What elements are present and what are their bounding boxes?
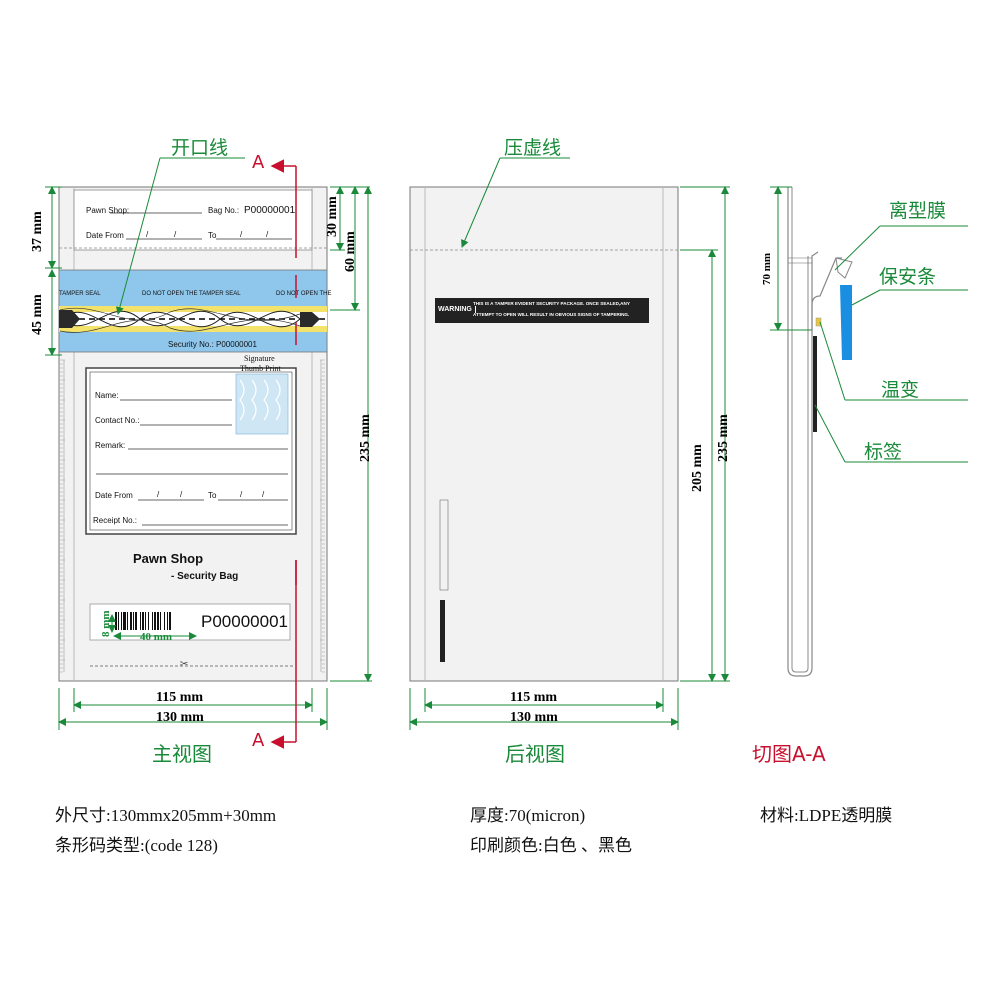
- tamper-seal-text: DO NOT OPEN THE TAMPER SEAL: [142, 291, 241, 297]
- barcode-bar: [133, 612, 134, 630]
- barcode-bar: [140, 612, 141, 630]
- security-strip-label: 保安条: [879, 266, 937, 288]
- dim-40mm-barcode: 40 mm: [140, 631, 173, 643]
- signature-label: Signature: [244, 354, 275, 363]
- form-name-label: Name:: [95, 391, 119, 400]
- dim-115mm-front: 115 mm: [156, 690, 204, 705]
- bag-no-value: P00000001: [244, 205, 296, 216]
- form-date-from-label: Date From: [95, 491, 133, 500]
- barcode-value: P00000001: [201, 612, 288, 631]
- spec-outer-size: 外尺寸:130mmx205mm+30mm: [55, 806, 277, 825]
- security-number: Security No.: P00000001: [168, 340, 257, 349]
- front-view-title: 主视图: [152, 742, 212, 766]
- header-date-from-label: Date From: [86, 231, 124, 240]
- header-to-label: To: [208, 231, 217, 240]
- dim-205mm-back: 205 mm: [690, 444, 705, 492]
- dim-235mm-front: 235 mm: [358, 414, 373, 462]
- form-remark-label: Remark:: [95, 441, 126, 450]
- temperature-change-label: 温变: [881, 379, 920, 401]
- barcode-bar: [130, 612, 132, 630]
- barcode-bar: [135, 612, 137, 630]
- spec-print-colors: 印刷颜色:白色 、黑色: [470, 836, 632, 855]
- brand-title: Pawn Shop: [133, 551, 204, 566]
- tamper-seal-right-text: DO NOT OPEN THE: [276, 291, 332, 297]
- spec-barcode-type: 条形码类型:(code 128): [55, 836, 218, 855]
- barcode-bar: [164, 612, 165, 630]
- dim-235mm-back: 235 mm: [716, 414, 731, 462]
- thumb-print-label: Thumb Print: [240, 364, 281, 373]
- dim-70mm-section: 70 mm: [761, 252, 773, 285]
- form-receipt-label: Receipt No.:: [93, 516, 138, 525]
- warning-line-2: ATTEMPT TO OPEN WILL RESULT IN OBVIOUS S…: [473, 312, 630, 317]
- back-bag: [409, 186, 679, 682]
- barcode-bar: [121, 612, 122, 630]
- form-contact-label: Contact No.:: [95, 416, 140, 425]
- barcode-bar: [157, 612, 159, 630]
- brand-subtitle: - Security Bag: [171, 571, 239, 582]
- section-marker-bottom: A: [252, 730, 265, 751]
- dim-60mm: 60 mm: [343, 231, 358, 272]
- pawn-shop-field-label: Pawn Shop:: [86, 206, 130, 215]
- barcode-bar: [123, 612, 126, 630]
- dim-8mm-barcode: 8 mm: [100, 610, 112, 637]
- barcode-bar: [118, 612, 119, 630]
- barcode-bar: [142, 612, 144, 630]
- barcode-bar: [148, 612, 149, 630]
- section-marker-top: A: [252, 152, 265, 173]
- barcode-bar: [152, 612, 153, 630]
- scissors-icon: ✂: [180, 659, 189, 670]
- release-film-label: 离型膜: [889, 200, 947, 222]
- barcode-bar: [145, 612, 146, 630]
- barcode-bar: [127, 612, 128, 630]
- bag-no-label: Bag No.:: [208, 206, 240, 215]
- section-view: [770, 186, 968, 677]
- dim-130mm-front: 130 mm: [156, 710, 204, 725]
- barcode-bar: [115, 612, 117, 630]
- dim-115mm-back: 115 mm: [510, 690, 558, 705]
- tamper-seal-left-text: TAMPER SEAL: [59, 291, 101, 297]
- back-dimension-lines: [409, 157, 730, 730]
- barcode-bar: [160, 612, 161, 630]
- dim-30mm: 30 mm: [325, 196, 340, 237]
- warning-panel: WARNING THIS IS A TAMPER EVIDENT SECURIT…: [435, 298, 649, 323]
- spec-material: 材料:LDPE透明膜: [760, 806, 893, 825]
- warning-line-1: THIS IS A TAMPER EVIDENT SECURITY PACKAG…: [473, 301, 630, 306]
- section-cut-markers: [270, 159, 297, 749]
- spec-thickness: 厚度:70(micron): [470, 806, 586, 825]
- dim-45mm: 45 mm: [30, 294, 45, 335]
- opening-line-label: 开口线: [171, 137, 229, 159]
- warning-label: WARNING: [438, 306, 476, 313]
- barcode-bar: [167, 612, 168, 630]
- form-to-label: To: [208, 491, 217, 500]
- dim-130mm-back: 130 mm: [510, 710, 558, 725]
- back-view-title: 后视图: [505, 742, 565, 766]
- dashed-press-line-label: 压虚线: [504, 137, 562, 159]
- section-view-title: 切图A-A: [752, 742, 826, 766]
- barcode-bar: [154, 612, 156, 630]
- label-sticker-label: 标签: [864, 441, 903, 463]
- dim-37mm: 37 mm: [30, 211, 45, 252]
- front-bag: [58, 186, 328, 682]
- barcode-bar: [169, 612, 171, 630]
- front-dimension-lines: [45, 157, 372, 730]
